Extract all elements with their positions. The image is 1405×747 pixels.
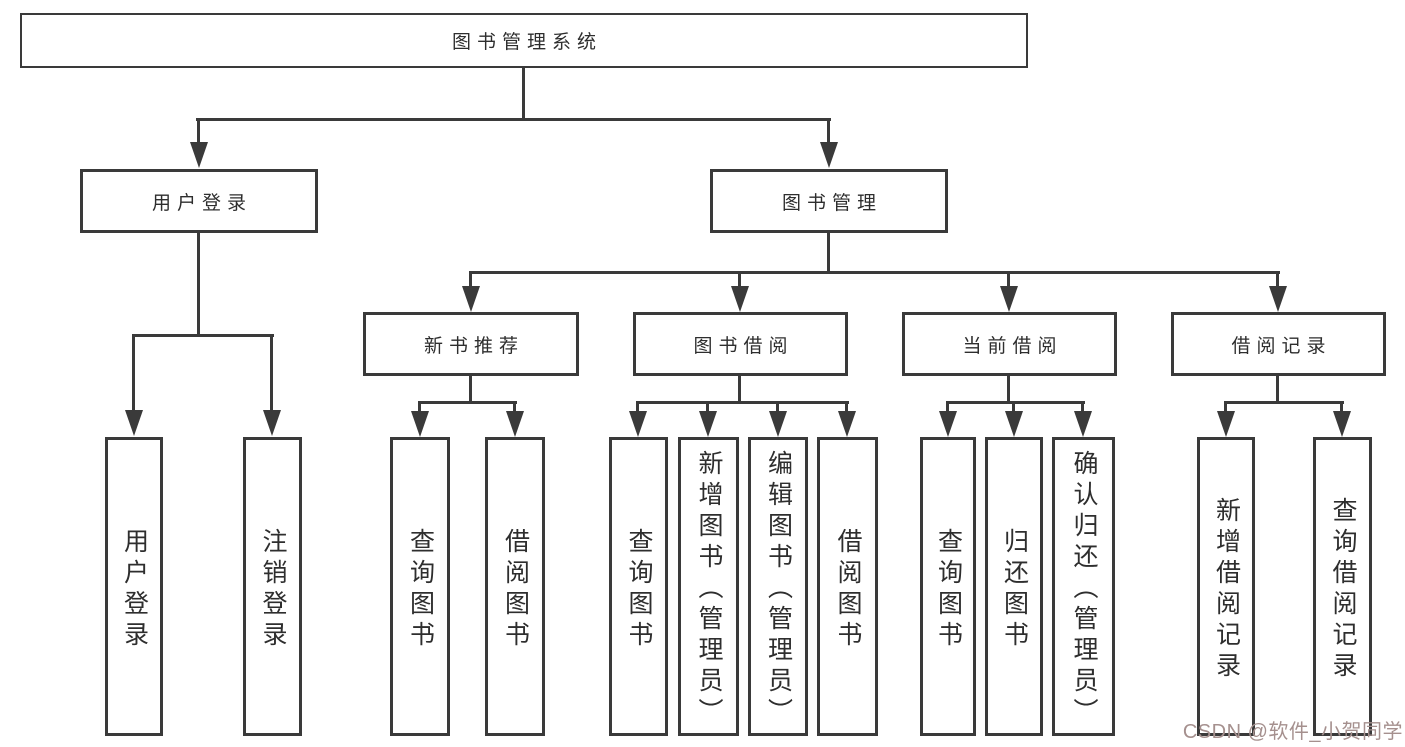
arrow-down [699, 411, 717, 437]
node-new-book-rec: 新书推荐 [363, 312, 579, 376]
node-leaf-user-login-label: 用户登录 [120, 527, 149, 652]
arrow-down [1217, 411, 1235, 437]
connector-line [827, 118, 830, 144]
connector-line [132, 334, 135, 410]
arrow-down [838, 411, 856, 437]
arrow-down [1005, 411, 1023, 437]
node-user-login: 用户登录 [80, 169, 318, 233]
node-root: 图书管理系统 [20, 13, 1028, 68]
node-leaf-rec-query-books-label: 查询图书 [406, 527, 435, 652]
node-current-borrow-label: 当前借阅 [962, 335, 1063, 357]
arrow-down [1074, 411, 1092, 437]
node-leaf-cb-return-books-label: 归还图书 [1000, 527, 1029, 652]
node-leaf-cb-query-books-label: 查询图书 [934, 527, 963, 652]
node-borrow-record: 借阅记录 [1171, 312, 1386, 376]
node-root-label: 图书管理系统 [451, 32, 602, 53]
node-leaf-bb-add-books-label: 新增图书（管理员） [695, 450, 723, 729]
node-leaf-bb-borrow-books: 借阅图书 [817, 437, 878, 736]
node-leaf-cb-confirm-return-label: 确认归还（管理员） [1070, 450, 1098, 729]
connector-line [1276, 376, 1279, 403]
node-leaf-bb-edit-books-label: 编辑图书（管理员） [764, 450, 793, 729]
node-book-mgmt-label: 图书管理 [781, 192, 882, 214]
connector-line [946, 401, 1085, 404]
node-leaf-bb-edit-books: 编辑图书（管理员） [748, 437, 808, 736]
connector-line [418, 401, 421, 411]
arrow-down [820, 142, 838, 168]
node-book-mgmt: 图书管理 [710, 169, 948, 233]
connector-line [946, 401, 949, 411]
node-leaf-br-add-record-label: 新增借阅记录 [1212, 496, 1241, 683]
arrow-down [1269, 286, 1287, 312]
connector-line [1276, 271, 1279, 286]
connector-line [1007, 376, 1010, 403]
node-leaf-bb-borrow-books-label: 借阅图书 [834, 527, 862, 652]
node-leaf-cb-return-books: 归还图书 [985, 437, 1043, 736]
node-leaf-bb-add-books: 新增图书（管理员） [678, 437, 739, 736]
connector-line [706, 401, 709, 411]
connector-line [469, 271, 1280, 274]
connector-line [270, 334, 273, 410]
arrow-down [1333, 411, 1351, 437]
node-leaf-rec-borrow-books-label: 借阅图书 [501, 527, 530, 652]
connector-line [1224, 401, 1344, 404]
node-book-borrow: 图书借阅 [633, 312, 848, 376]
connector-line [132, 334, 274, 337]
node-leaf-br-query-record: 查询借阅记录 [1313, 437, 1372, 736]
node-new-book-rec-label: 新书推荐 [423, 335, 524, 357]
node-leaf-cb-confirm-return: 确认归还（管理员） [1052, 437, 1115, 736]
arrow-down [125, 410, 143, 436]
node-leaf-bb-query-books: 查询图书 [609, 437, 668, 736]
node-borrow-record-label: 借阅记录 [1231, 335, 1332, 357]
connector-line [197, 118, 200, 144]
connector-line [738, 271, 741, 286]
connector-line [1224, 401, 1227, 411]
arrow-down [731, 286, 749, 312]
connector-line [1012, 401, 1015, 411]
connector-line [522, 68, 525, 120]
connector-line [469, 271, 472, 286]
node-book-borrow-label: 图书借阅 [693, 335, 794, 357]
node-leaf-bb-query-books-label: 查询图书 [625, 527, 653, 652]
connector-line [1340, 401, 1343, 411]
arrow-down [506, 411, 524, 437]
arrow-down [769, 411, 787, 437]
node-leaf-br-add-record: 新增借阅记录 [1197, 437, 1255, 736]
connector-line [1081, 401, 1084, 411]
watermark: CSDN @软件_小贺同学 [1182, 721, 1403, 743]
connector-line [845, 401, 848, 411]
connector-line [827, 233, 830, 274]
arrow-down [263, 410, 281, 436]
arrow-down [629, 411, 647, 437]
node-leaf-logout: 注销登录 [243, 437, 302, 736]
connector-line [1007, 271, 1010, 286]
arrow-down [462, 286, 480, 312]
arrow-down [190, 142, 208, 168]
node-leaf-rec-borrow-books: 借阅图书 [485, 437, 545, 736]
connector-line [513, 401, 516, 411]
node-leaf-cb-query-books: 查询图书 [920, 437, 976, 736]
arrow-down [939, 411, 957, 437]
connector-line [469, 376, 472, 403]
node-user-login-label: 用户登录 [151, 192, 252, 214]
connector-line [196, 118, 831, 121]
node-leaf-br-query-record-label: 查询借阅记录 [1329, 496, 1357, 683]
connector-line [776, 401, 779, 411]
connector-line [636, 401, 849, 404]
arrow-down [1000, 286, 1018, 312]
connector-line [738, 376, 741, 403]
arrow-down [411, 411, 429, 437]
node-leaf-rec-query-books: 查询图书 [390, 437, 450, 736]
node-current-borrow: 当前借阅 [902, 312, 1117, 376]
connector-line [636, 401, 639, 411]
connector-line [197, 233, 200, 337]
connector-line [418, 401, 517, 404]
node-leaf-logout-label: 注销登录 [259, 527, 287, 652]
node-leaf-user-login: 用户登录 [105, 437, 163, 736]
